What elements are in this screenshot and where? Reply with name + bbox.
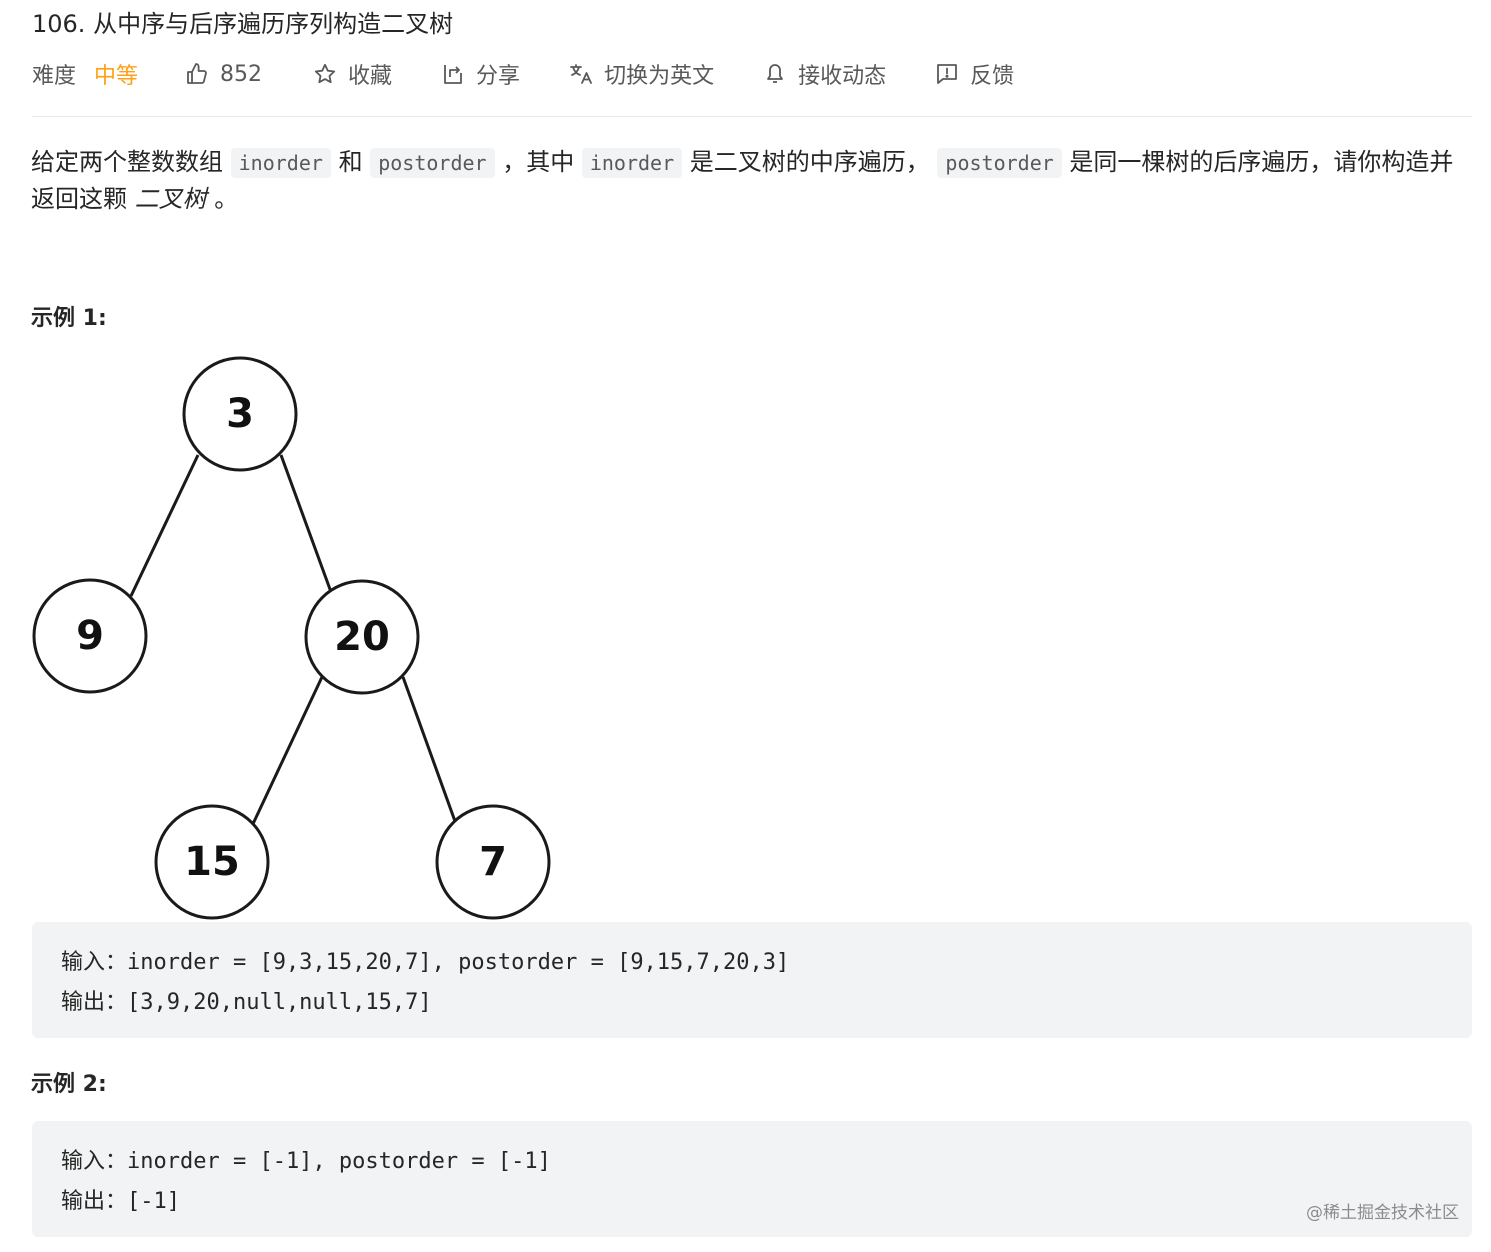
example-1-output: 输出：[3,9,20,null,null,15,7] [61,990,432,1015]
example-2-input: 输入：inorder = [-1], postorder = [-1] [61,1149,551,1174]
favorite-button[interactable]: 收藏 [312,58,392,90]
problem-description: 给定两个整数数组 inorder 和 postorder ，其中 inorder… [31,144,1471,217]
description-text: 给定两个整数数组 [31,148,231,176]
tree-node [435,804,551,920]
feedback-button[interactable]: 反馈 [934,58,1014,90]
binary-tree-diagram: 3 9 20 15 7 [32,356,551,920]
description-text: 和 [330,148,371,176]
description-text: 是二叉树的中序遍历， [682,148,938,176]
inline-code: inorder [581,148,683,178]
share-button[interactable]: 分享 [440,58,520,90]
problem-toolbar: 难度 中等 852 收藏 分享 [32,56,1014,92]
tree-edge [401,676,458,825]
difficulty-badge: 中等 [94,64,139,89]
problem-title: 106. 从中序与后序遍历序列构造二叉树 [32,10,454,38]
switch-language-button[interactable]: 切换为英文 [568,58,714,90]
star-icon [312,61,338,87]
bell-icon [762,61,788,87]
tree-node [304,579,420,695]
inline-code: inorder [230,148,331,178]
example-2-output: 输出：[-1] [61,1189,180,1214]
emphasized-text: 二叉树 [134,185,207,213]
tree-node-label: 20 [334,614,390,660]
example-1-input: 输入：inorder = [9,3,15,20,7], postorder = … [61,950,790,975]
share-icon [440,61,466,87]
subscribe-button[interactable]: 接收动态 [762,58,886,90]
example-1-title: 示例 1: [31,306,107,331]
like-button[interactable]: 852 [184,61,262,87]
inline-code: postorder [370,148,495,178]
tree-node [182,356,298,472]
tree-node-label: 9 [76,613,104,659]
switch-language-label: 切换为英文 [604,64,715,89]
inline-code: postorder [937,148,1062,178]
description-text: 是同一棵树的后序遍历，请你构造并返回这颗 [31,148,1454,213]
difficulty-label: 难度 [32,64,77,89]
example-1-code-block: 输入：inorder = [9,3,15,20,7], postorder = … [32,922,1472,1038]
example-2-code-block: 输入：inorder = [-1], postorder = [-1] 输出：[… [32,1121,1472,1237]
header-divider [32,116,1472,117]
favorite-label: 收藏 [348,64,393,89]
tree-edge [279,454,333,593]
watermark: @稀土掘金技术社区 [1306,1203,1459,1223]
tree-node-label: 15 [184,839,240,885]
tree-edge [129,454,200,597]
tree-node-label: 7 [479,839,507,885]
tree-node [154,804,270,920]
subscribe-label: 接收动态 [798,64,887,89]
description-text: 。 [206,185,239,213]
like-count: 852 [220,61,263,87]
share-label: 分享 [476,64,521,89]
translate-icon [568,61,594,87]
tree-node-label: 3 [226,391,254,437]
example-2-title: 示例 2: [31,1072,107,1097]
feedback-icon [934,61,960,87]
feedback-label: 反馈 [970,64,1015,89]
thumbs-up-icon [184,61,210,87]
tree-node [32,578,148,694]
description-text: ，其中 [494,148,582,176]
tree-edge [250,676,324,827]
